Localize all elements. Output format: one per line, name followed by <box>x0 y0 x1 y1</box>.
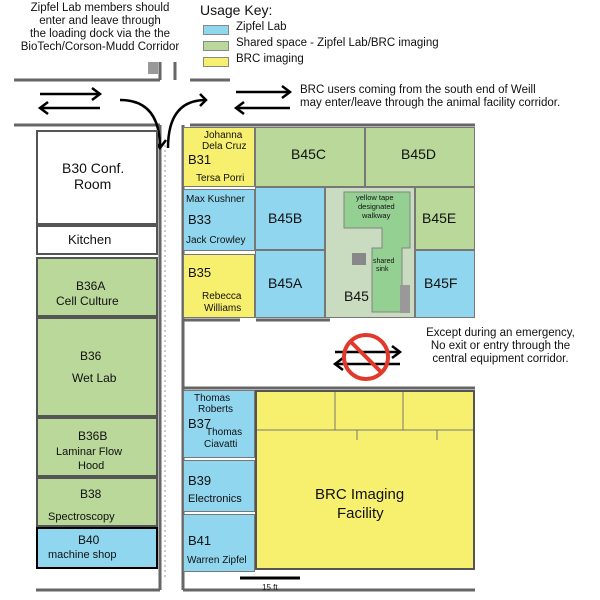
room-b41-person: Warren Zipfel <box>187 555 247 566</box>
room-b45b-number: B45B <box>268 210 303 226</box>
room-b36: B36 Wet Lab <box>36 317 158 417</box>
room-b33-person2: Jack Crowley <box>186 235 246 246</box>
room-b35-person1: Rebecca <box>202 291 242 302</box>
room-b36b-name-line1: Laminar Flow <box>56 446 123 458</box>
room-b36-name: Wet Lab <box>72 371 117 385</box>
brc-facility-title-line1: BRC Imaging <box>315 486 405 503</box>
walkway-shape <box>343 191 411 313</box>
room-b45a-number: B45A <box>268 275 303 291</box>
room-b41: B41 Warren Zipfel <box>183 514 255 572</box>
weill-entry-note-line: BRC users coming from the south end of W… <box>300 84 536 96</box>
room-b45c-number: B45C <box>291 146 327 162</box>
room-b31-person2: Tersa Porri <box>196 173 245 184</box>
room-b36a: B36A Cell Culture <box>36 257 158 317</box>
room-b36a-number: B36A <box>76 279 106 293</box>
room-b45-number: B45 <box>344 288 369 304</box>
scale-bar-label: 15 ft <box>262 583 278 592</box>
brc-imaging-key-label: BRC imaging <box>236 53 304 65</box>
loading-dock-note-line: the loading dock via the the <box>29 28 171 40</box>
room-b37-person1-first: Thomas <box>194 393 231 404</box>
weill-entry-note: BRC users coming from the south end of W… <box>300 84 560 110</box>
room-b41-number: B41 <box>188 533 212 548</box>
room-b38-name: Spectroscopy <box>48 511 115 523</box>
room-b39-name: Electronics <box>188 493 242 505</box>
room-b45e: B45E <box>415 187 475 250</box>
brc-facility-title-line2: Facility <box>337 505 384 522</box>
room-b37-person2-last: Ciavatti <box>204 439 238 450</box>
designated-walkway <box>342 190 412 314</box>
room-kitchen-name: Kitchen <box>68 232 112 247</box>
sink-label-line2: sink <box>376 266 389 273</box>
room-b35-person2: Williams <box>204 303 242 314</box>
walkway-label-line3: walkway <box>362 211 391 220</box>
room-b36b-number: B36B <box>78 429 108 443</box>
room-b36b: B36B Laminar Flow Hood <box>36 417 158 477</box>
usage-key-title: Usage Key: <box>200 2 273 18</box>
room-b31-person1-first: Johanna <box>204 130 243 141</box>
room-b30-name: Room <box>74 176 112 192</box>
room-b35-number: B35 <box>188 265 212 280</box>
room-b45f: B45F <box>415 250 475 318</box>
room-b39: B39 Electronics <box>183 460 255 512</box>
zipfel-lab-swatch <box>203 25 229 35</box>
room-b45f-number: B45F <box>424 275 458 291</box>
brc-facility-partitions <box>257 392 473 440</box>
room-b36b-name-line2: Hood <box>78 460 105 472</box>
loading-dock-note: Zipfel Lab members should enter and leav… <box>10 2 190 54</box>
emergency-note-line: Except during an emergency, <box>426 327 575 339</box>
room-b30-number: B30 Conf. <box>62 160 125 176</box>
room-b33: Max Kushner B33 Jack Crowley <box>183 189 255 251</box>
room-b36a-name: Cell Culture <box>56 294 119 308</box>
shared-sink <box>352 253 366 265</box>
room-b31: Johanna Dela Cruz B31 Tersa Porri <box>183 127 255 187</box>
room-b45e-number: B45E <box>422 210 457 226</box>
room-b37-number: B37 <box>188 416 212 431</box>
loading-dock-note-line: enter and leave through <box>39 15 161 27</box>
b45-equipment <box>400 285 410 313</box>
room-b37-person2-first: Thomas <box>206 427 243 438</box>
room-b33-number: B33 <box>188 212 212 227</box>
room-b45b: B45B <box>255 187 325 250</box>
room-b37-person1-last: Roberts <box>198 404 234 415</box>
zipfel-lab-key-label: Zipfel Lab <box>236 21 287 33</box>
walkway-label-line1: yellow tape <box>356 193 394 202</box>
room-b31-person1-last: Dela Cruz <box>202 141 247 152</box>
room-b38-number: B38 <box>80 487 102 501</box>
emergency-note-line: central equipment corridor. <box>432 353 569 365</box>
loading-dock-note-line: Zipfel Lab members should <box>30 2 170 14</box>
room-b40-name: machine shop <box>48 549 117 561</box>
room-b40-number: B40 <box>78 533 100 547</box>
room-b36-number: B36 <box>80 349 102 363</box>
emergency-note: Except during an emergency, No exit or e… <box>408 327 593 366</box>
room-b45c: B45C <box>255 127 365 187</box>
room-b45a: B45A <box>255 250 325 318</box>
brc-imaging-swatch <box>203 57 229 67</box>
room-b45d-number: B45D <box>401 146 437 162</box>
room-b45d: B45D <box>365 127 475 187</box>
room-b39-number: B39 <box>188 473 212 488</box>
room-b37: Thomas Roberts B37 Thomas Ciavatti <box>183 390 255 458</box>
room-b40: B40 machine shop <box>36 527 158 569</box>
no-entry-icon <box>342 333 390 381</box>
emergency-note-line: No exit or entry through the <box>430 340 571 352</box>
room-b38: B38 Spectroscopy <box>36 477 158 527</box>
brc-imaging-facility: BRC Imaging Facility <box>255 390 475 570</box>
loading-dock-note-line: BioTech/Corson-Mudd Corridor <box>20 41 180 53</box>
room-b33-person1: Max Kushner <box>186 194 245 205</box>
room-kitchen: Kitchen <box>36 225 158 255</box>
weill-entry-note-line: may enter/leave through the animal facil… <box>300 97 561 109</box>
room-b31-number: B31 <box>188 152 212 167</box>
shared-space-swatch <box>203 41 229 51</box>
sink-label-line1: shared <box>373 258 395 265</box>
shared-space-key-label: Shared space - Zipfel Lab/BRC imaging <box>236 37 439 49</box>
room-b30: B30 Conf. Room <box>36 130 158 225</box>
room-b35: B35 Rebecca Williams <box>183 254 255 318</box>
walkway-label-line2: designated <box>358 202 395 211</box>
